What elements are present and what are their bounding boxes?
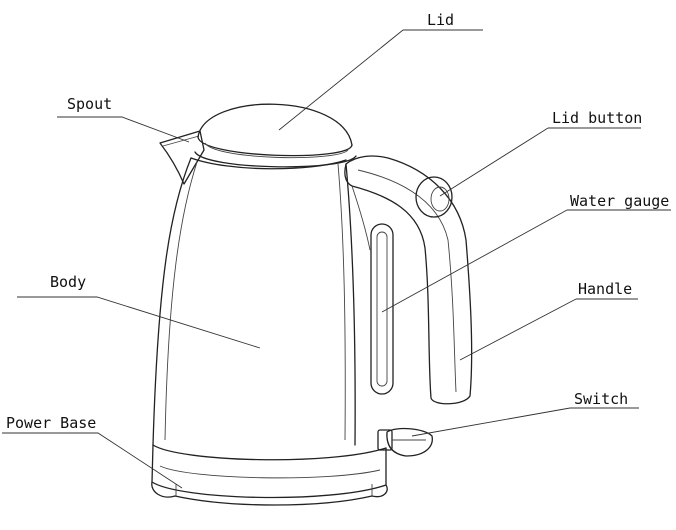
kettle-water-gauge	[370, 223, 394, 395]
kettle-handle	[344, 155, 473, 405]
leader-power-base	[2, 432, 183, 489]
kettle-lid-button	[415, 176, 453, 218]
leader-lines	[2, 29, 671, 489]
label-switch: Switch	[574, 390, 628, 408]
leader-lid	[278, 29, 483, 131]
label-lid-button: Lid button	[552, 109, 642, 127]
kettle-illustration	[151, 103, 473, 506]
label-lid: Lid	[427, 11, 454, 29]
label-body: Body	[50, 273, 86, 291]
leader-switch	[411, 407, 639, 437]
leader-handle	[459, 298, 638, 361]
leader-water-gauge	[381, 209, 671, 313]
kettle-lid	[194, 103, 357, 168]
leader-lid-button	[439, 127, 641, 197]
kettle-body	[152, 157, 356, 446]
label-water-gauge: Water gauge	[570, 192, 669, 210]
kettle-power-base	[151, 444, 388, 506]
kettle-switch	[377, 427, 433, 457]
part-labels: Lid Spout Lid button Water gauge Body Ha…	[6, 11, 669, 432]
leader-body	[17, 296, 261, 349]
label-power-base: Power Base	[6, 414, 96, 432]
label-handle: Handle	[578, 280, 632, 298]
label-spout: Spout	[67, 95, 112, 113]
kettle-spout	[159, 130, 205, 185]
leader-spout	[57, 116, 190, 143]
